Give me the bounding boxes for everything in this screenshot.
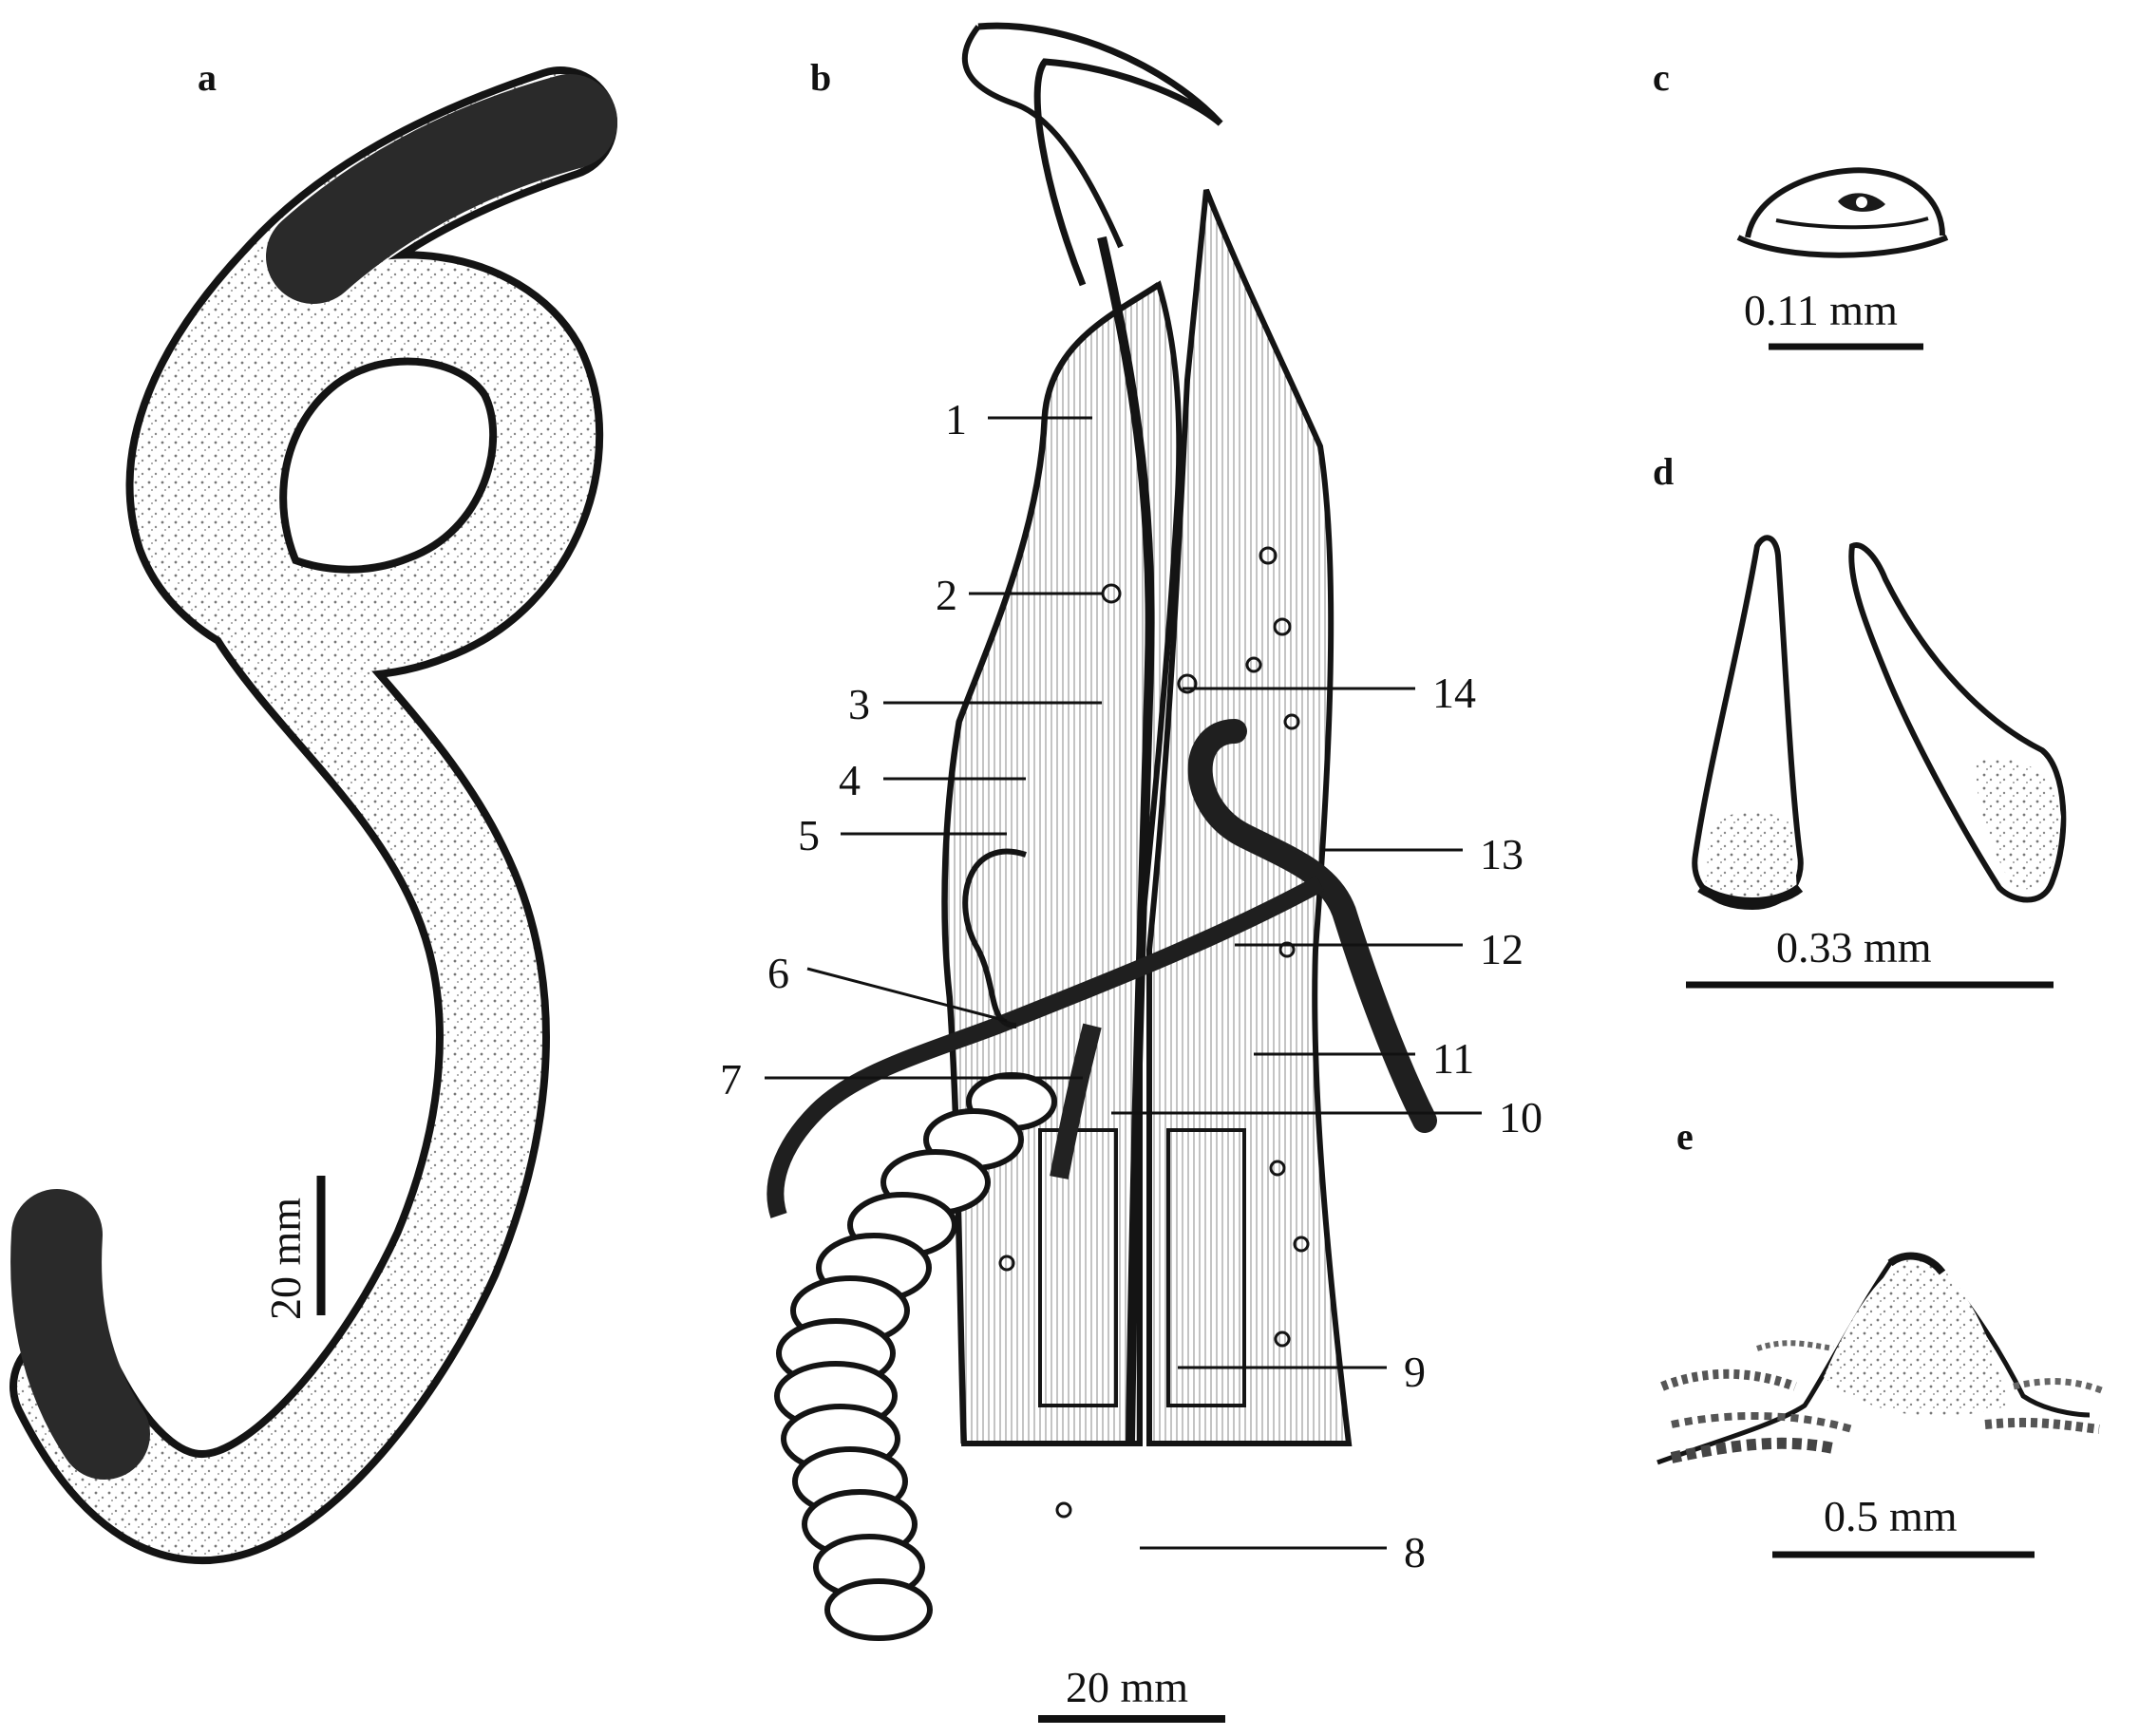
- scale-label-c: 0.11 mm: [1744, 286, 1898, 334]
- panel-c-label: c: [1653, 56, 1670, 99]
- panel-d: d 0.33 mm: [1653, 450, 2063, 985]
- panel-b: b: [720, 26, 1543, 1719]
- panel-b-label: b: [810, 56, 831, 99]
- worm-body: [56, 122, 570, 1507]
- callout-13: 13: [1320, 830, 1524, 878]
- anatomy-drawing: [775, 26, 1425, 1638]
- panel-d-label: d: [1653, 450, 1674, 493]
- panel-a-label: a: [198, 56, 217, 99]
- callout-number: 6: [767, 949, 789, 997]
- scale-label-a: 20 mm: [261, 1198, 310, 1320]
- callout-number: 2: [936, 571, 957, 619]
- callout-number: 4: [839, 756, 861, 804]
- callout-number: 14: [1432, 669, 1476, 717]
- spicule-front: [1694, 538, 1801, 907]
- callout-number: 9: [1404, 1348, 1426, 1396]
- callout-number: 13: [1480, 830, 1524, 878]
- panel-e-label: e: [1676, 1115, 1694, 1158]
- panel-a: a 20 mm: [56, 56, 570, 1507]
- callout-8: 8: [1140, 1528, 1426, 1576]
- callout-number: 1: [945, 395, 967, 443]
- callout-number: 5: [798, 811, 820, 859]
- callout-number: 8: [1404, 1528, 1426, 1576]
- callout-number: 3: [848, 680, 870, 728]
- panel-e: e 0.5 mm: [1657, 1115, 2104, 1555]
- scale-label-e: 0.5 mm: [1824, 1492, 1958, 1540]
- scale-label-b: 20 mm: [1066, 1663, 1188, 1711]
- mouth-papilla-drawing: [1738, 170, 1947, 255]
- panel-c: c 0.11 mm: [1653, 56, 1947, 347]
- scale-label-d: 0.33 mm: [1776, 923, 1932, 972]
- papilla-drawing: [1657, 1255, 2104, 1462]
- callout-number: 7: [720, 1055, 742, 1104]
- callout-number: 10: [1499, 1093, 1543, 1142]
- callout-number: 11: [1432, 1034, 1474, 1083]
- callout-number: 12: [1480, 925, 1524, 973]
- spicule-side: [1851, 545, 2063, 899]
